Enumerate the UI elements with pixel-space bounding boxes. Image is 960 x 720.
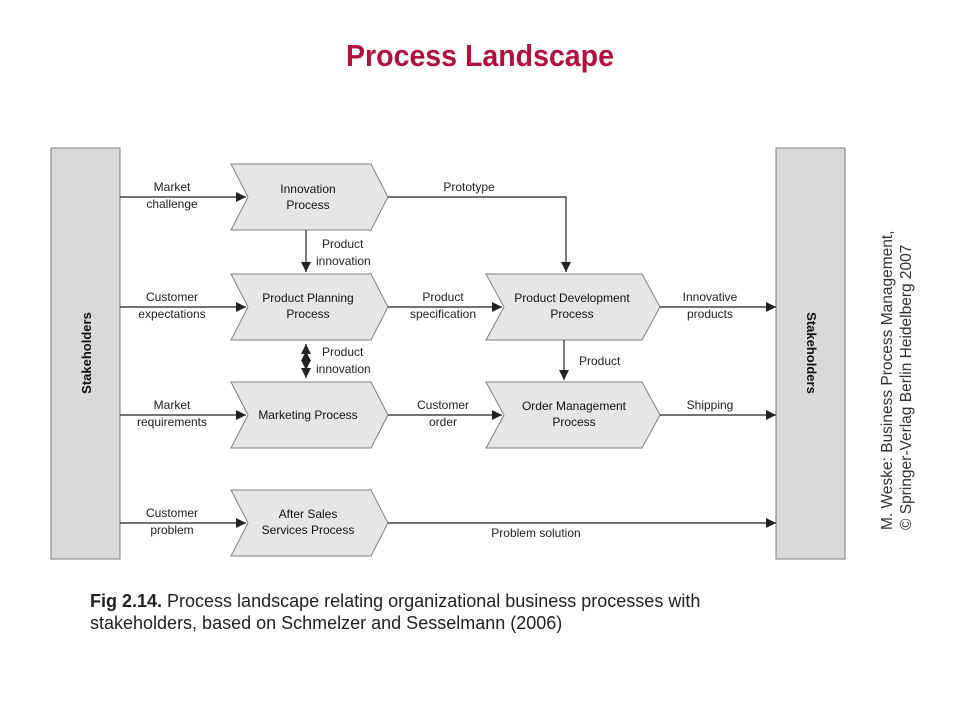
marketing-process: Marketing Process — [230, 381, 389, 449]
caption-label: Fig 2.14. — [90, 591, 163, 611]
caption-text: Process landscape relating organizationa… — [90, 591, 701, 633]
after-sales-line-1: After Sales — [279, 507, 338, 521]
credit-line-2: © Springer-Verlag Berlin Heidelberg 2007 — [898, 244, 915, 530]
stakeholders-left-label: Stakeholders — [79, 312, 94, 394]
label-prototype: Prototype — [443, 180, 495, 194]
order-management-line-2: Process — [552, 415, 595, 429]
innovation-line-1: Innovation — [280, 182, 335, 196]
after-sales-line-2: Services Process — [262, 523, 355, 537]
label-product: Product — [579, 354, 621, 368]
product-planning-line-2: Process — [286, 307, 329, 321]
figure-caption: Fig 2.14. Process landscape relating org… — [90, 590, 810, 634]
product-planning-line-1: Product Planning — [262, 291, 353, 305]
copyright-credit: M. Weske: Business Process Management, ©… — [878, 200, 916, 530]
product-development-line-2: Process — [550, 307, 593, 321]
stakeholders-right-bar: Stakeholders — [775, 147, 846, 560]
order-management-line-1: Order Management — [522, 399, 627, 413]
arrow-prototype — [388, 196, 571, 272]
credit-line-1: M. Weske: Business Process Management, — [879, 230, 896, 530]
marketing-line-1: Marketing Process — [258, 408, 357, 422]
page-title: Process Landscape — [346, 38, 614, 73]
product-development-line-1: Product Development — [514, 291, 630, 305]
label-shipping: Shipping — [687, 398, 734, 412]
innovation-line-2: Process — [286, 198, 329, 212]
label-problem-solution: Problem solution — [491, 526, 580, 540]
svg-text:Marketing Process: Marketing Process — [258, 408, 357, 422]
stakeholders-right-label: Stakeholders — [804, 312, 819, 394]
stakeholders-left-bar: Stakeholders — [50, 147, 121, 560]
